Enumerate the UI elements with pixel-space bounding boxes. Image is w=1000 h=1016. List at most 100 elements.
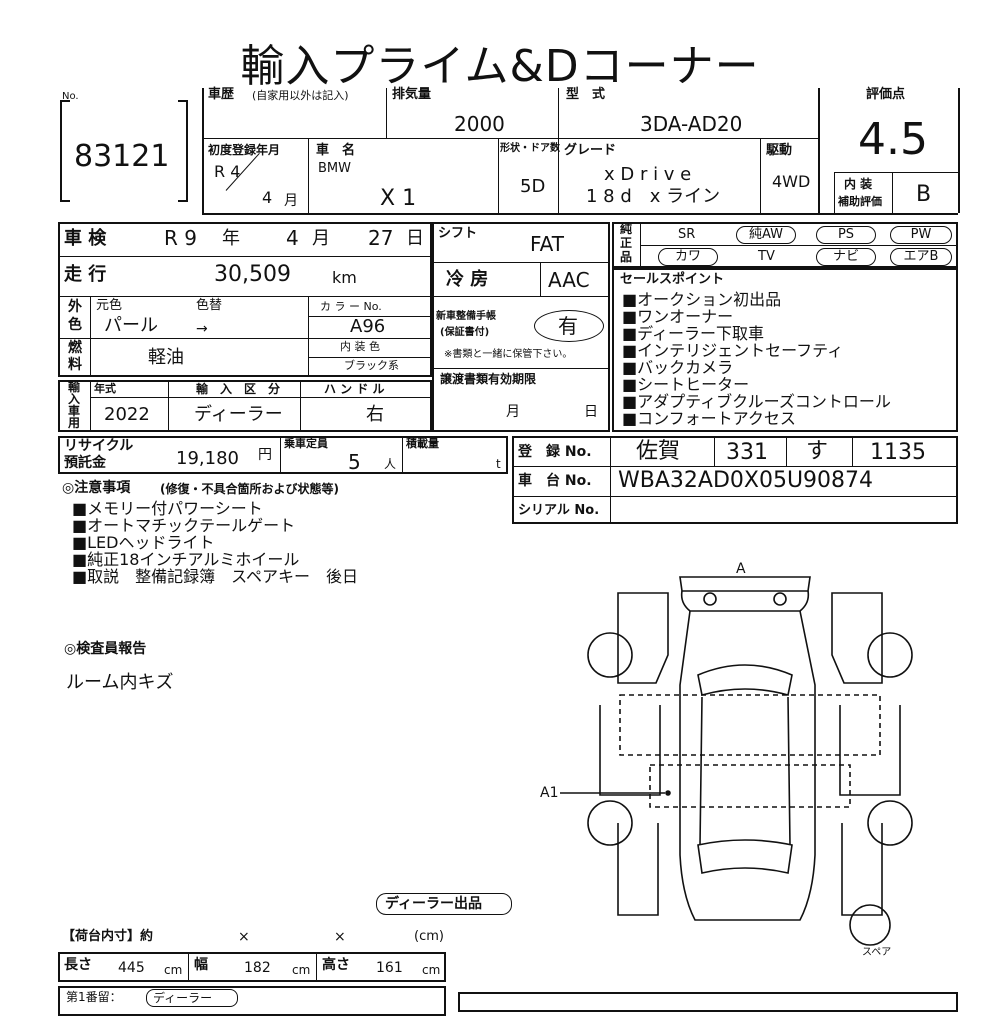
capacity-unit: 人 [384,457,397,471]
first-reg-month-unit: 月 [284,193,298,209]
owner-badge: ディーラー [146,989,238,1007]
mileage-unit: km [332,268,357,287]
car-name-label: 車 名 [316,143,356,158]
note-item: ■取説 整備記録簿 スペアキー 後日 [72,567,358,586]
interior-score-value: B [916,182,932,207]
body-doors-label: 形状・ドア数 [500,143,560,154]
sales-point-item: ■コンフォートアクセス [622,409,796,428]
import-year-value: 2022 [104,404,150,425]
fuel-side-1: 燃 [68,340,82,356]
equipment-label-2: 正 [620,236,633,250]
load-label: 積載量 [406,437,439,450]
warranty-label-2: (保証書付) [440,327,490,338]
note-item: ■純正18インチアルミホイール [72,550,300,569]
aircon-label: 冷 房 [446,269,489,290]
transfer-label: 譲渡書類有効期限 [440,372,537,386]
model-value: 3DA-AD20 [640,112,743,136]
displacement-label: 排気量 [392,87,432,102]
first-reg-label: 初度登録年月 [208,143,281,157]
cargo-x2: × [334,929,346,945]
lot-box: No. 83121 [60,90,190,208]
inspection-year-unit: 年 [222,228,240,249]
import-side-2: 入 [68,392,81,406]
history-note: (自家用以外は記入) [252,89,349,102]
recycle-label-2: 預託金 [64,455,106,471]
equipment-label-3: 品 [620,250,633,264]
recycle-value: 19,180 [176,448,239,469]
body-doors-value: 5D [520,176,546,197]
grade-label: グレード [564,143,617,158]
sales-point-item: ■オークション初出品 [622,290,782,309]
color-no-value: A96 [350,316,386,337]
note-item: ■オートマチックテールゲート [72,516,296,535]
diagram-mark-a1: A1 [540,785,559,801]
note-item: ■メモリー付パワーシート [72,499,263,518]
cargo-label: 【荷台内寸】約 [62,929,154,944]
exterior-side-1: 外 [68,299,82,315]
equipment-sr: SR [678,227,696,242]
inspection-month: 4 [286,226,299,250]
inspection-label: 車 検 [64,228,107,249]
exterior-side-2: 色 [68,317,82,333]
warranty-circle [534,310,604,342]
exterior-arrow: → [196,321,208,337]
first-reg-era: R 4 [214,162,241,181]
registration-box [512,436,958,524]
recycle-box [58,436,508,474]
length-value: 445 [118,960,145,976]
warranty-label-1: 新車整備手帳 [436,311,496,322]
car-name-value: X 1 [380,186,417,211]
equipment-aw: 純AW [736,226,796,244]
width-value: 182 [244,960,271,976]
notes-sub: (修復・不具合箇所および状態等) [160,482,339,496]
width-label: 幅 [194,957,208,973]
equipment-leather: カワ [658,248,718,266]
score-label: 評価点 [866,87,906,102]
sales-point-item: ■ワンオーナー [622,307,734,326]
length-unit: cm [164,963,183,977]
equipment-label-1: 純 [620,222,633,236]
import-side-1: 輸 [68,380,81,394]
inspection-day: 27 [368,226,394,250]
chassis-label: 車 台 No. [518,473,592,489]
car-maker: BMW [318,161,351,176]
capacity-value: 5 [348,450,361,474]
warranty-value: 有 [558,314,578,338]
displacement-value: 2000 [454,112,505,136]
sales-points-list: ■オークション初出品 ■ワンオーナー ■ディーラー下取車 ■インテリジェントセー… [622,291,891,427]
equipment-ps: PS [816,226,876,244]
color-no-label: カ ラ ー No. [320,300,382,313]
drive-label: 駆動 [766,143,793,158]
sales-points-box [612,268,958,432]
interior-color-value: ブラック系 [344,359,399,372]
registration-area: 佐賀 [636,439,681,464]
model-label: 型 式 [566,87,606,102]
capacity-label: 乗車定員 [284,437,328,450]
import-side-4: 用 [68,416,81,430]
recycle-label-1: リサイクル [64,438,134,454]
notes-list: ■メモリー付パワーシート ■オートマチックテールゲート ■LEDヘッドライト ■… [72,500,358,585]
detail-box [58,222,432,377]
mileage-value: 30,509 [214,262,291,287]
sales-point-item: ■シートヒーター [622,375,750,394]
owner-label: 第1番留： [66,990,122,1004]
sales-point-item: ■インテリジェントセーフティ [622,341,844,360]
sales-point-item: ■アダプティブクルーズコントロール [622,392,891,411]
interior-color-label: 内 装 色 [340,340,380,353]
score-value: 4.5 [858,114,928,165]
diagram-mark-a: A [736,561,746,577]
transfer-day: 日 [584,404,598,420]
import-side-3: 車 [68,404,81,418]
dims-box [58,952,446,982]
dealer-badge-text: ディーラー出品 [385,896,483,912]
width-unit: cm [292,963,311,977]
cargo-unit: (cm) [414,929,444,944]
handle-label: ハ ン ド ル [324,382,385,396]
registration-class: 331 [726,440,768,465]
inspection-era: R 9 [164,226,197,250]
first-reg-month: 4 [262,188,273,207]
middle-box [432,222,610,432]
inspection-month-unit: 月 [312,228,330,249]
registration-number: 1135 [870,440,926,465]
grade-line-1: x D r i v e [604,164,692,185]
